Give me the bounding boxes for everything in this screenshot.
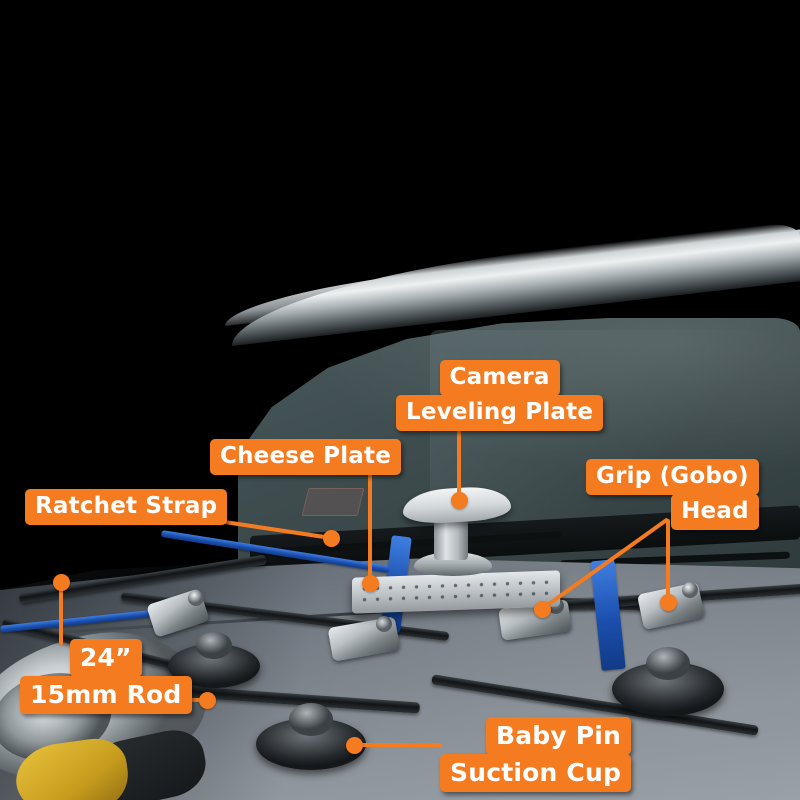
callout-grip-gobo-head-line-1: Grip (Gobo)	[586, 459, 759, 495]
callout-24-inch-15mm-rod[interactable]: 24”15mm Rod	[20, 639, 192, 714]
callout-camera-leveling-plate-line-1: Camera	[439, 360, 560, 396]
callout-camera-leveling-plate-line-2: Leveling Plate	[396, 395, 604, 431]
callout-baby-pin-suction-cup-line-2: Suction Cup	[440, 754, 632, 792]
callout-grip-gobo-head-stack: Grip (Gobo)Head	[586, 459, 759, 530]
callout-cheese-plate-line-1: Cheese Plate	[210, 439, 402, 475]
callout-24-inch-15mm-rod-stack: 24”15mm Rod	[20, 639, 192, 714]
camera-leveling-plate-leader-line	[457, 420, 461, 500]
callout-24-inch-15mm-rod-line-1: 24”	[69, 639, 142, 677]
baby-pin-suction-cup-leader-dot	[345, 736, 363, 754]
camera-leveling-plate-leader-dot	[450, 491, 468, 509]
grip-gobo-head-leader-dot	[533, 600, 551, 618]
callout-baby-pin-suction-cup-line-1: Baby Pin	[485, 717, 632, 755]
grip-head-knob	[376, 616, 393, 632]
callout-ratchet-strap-line-1: Ratchet Strap	[25, 489, 228, 525]
grip-head-knob	[682, 582, 699, 598]
leveling-plate-column	[434, 516, 468, 560]
windshield-vin-plate	[301, 488, 365, 516]
suction-cup-hub	[289, 703, 333, 736]
24-inch-15mm-rod-leader-line	[59, 582, 63, 645]
callout-24-inch-15mm-rod-line-2: 15mm Rod	[20, 676, 192, 714]
ratchet-strap-leader-dot	[322, 529, 340, 547]
callout-cheese-plate[interactable]: Cheese Plate	[210, 439, 402, 475]
grip-gobo-head-leader-dot	[659, 593, 677, 611]
suction-cup-hub	[195, 631, 233, 659]
callout-grip-gobo-head[interactable]: Grip (Gobo)Head	[586, 459, 759, 530]
callout-ratchet-strap-stack: Ratchet Strap	[25, 489, 228, 525]
cheese-plate-leader-line	[368, 468, 372, 583]
grip-head-knob	[188, 590, 205, 606]
24-inch-15mm-rod-leader-dot	[52, 573, 70, 591]
callout-grip-gobo-head-line-2: Head	[671, 494, 759, 530]
grip-gobo-head-leader-line	[666, 519, 670, 602]
cheese-plate-leader-dot	[361, 574, 379, 592]
callout-ratchet-strap[interactable]: Ratchet Strap	[25, 489, 228, 525]
suction-cup-hub	[645, 646, 691, 681]
baby-pin-suction-cup-leader-line	[354, 743, 442, 747]
24-inch-15mm-rod-leader-dot	[198, 691, 216, 709]
callout-cheese-plate-stack: Cheese Plate	[210, 439, 402, 475]
